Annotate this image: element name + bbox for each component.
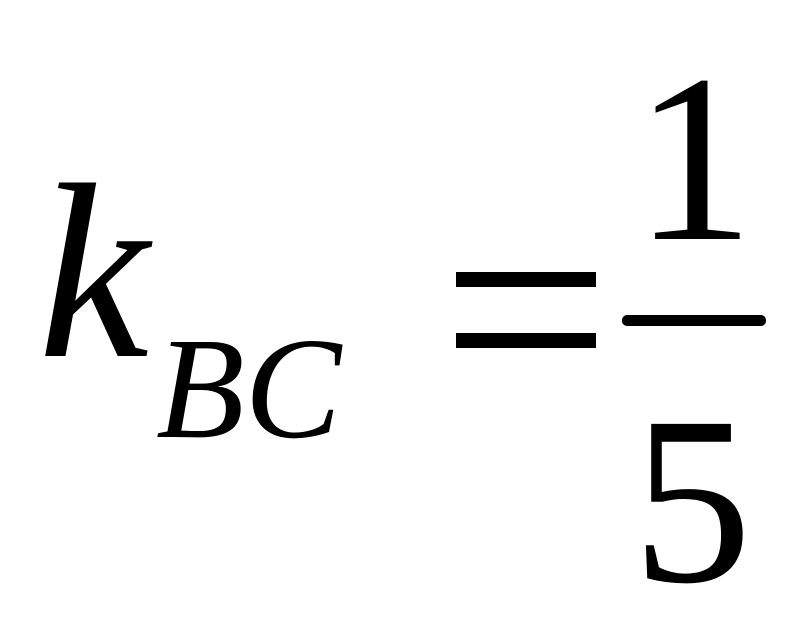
subscript-bc: BC <box>156 309 342 469</box>
fraction-numerator: 1 <box>634 25 754 291</box>
variable-k: k <box>38 134 149 411</box>
equals-sign-bottom-bar <box>456 333 596 348</box>
equals-sign-top-bar <box>456 272 596 287</box>
fraction-denominator: 5 <box>632 367 752 633</box>
fraction-bar <box>622 315 766 326</box>
